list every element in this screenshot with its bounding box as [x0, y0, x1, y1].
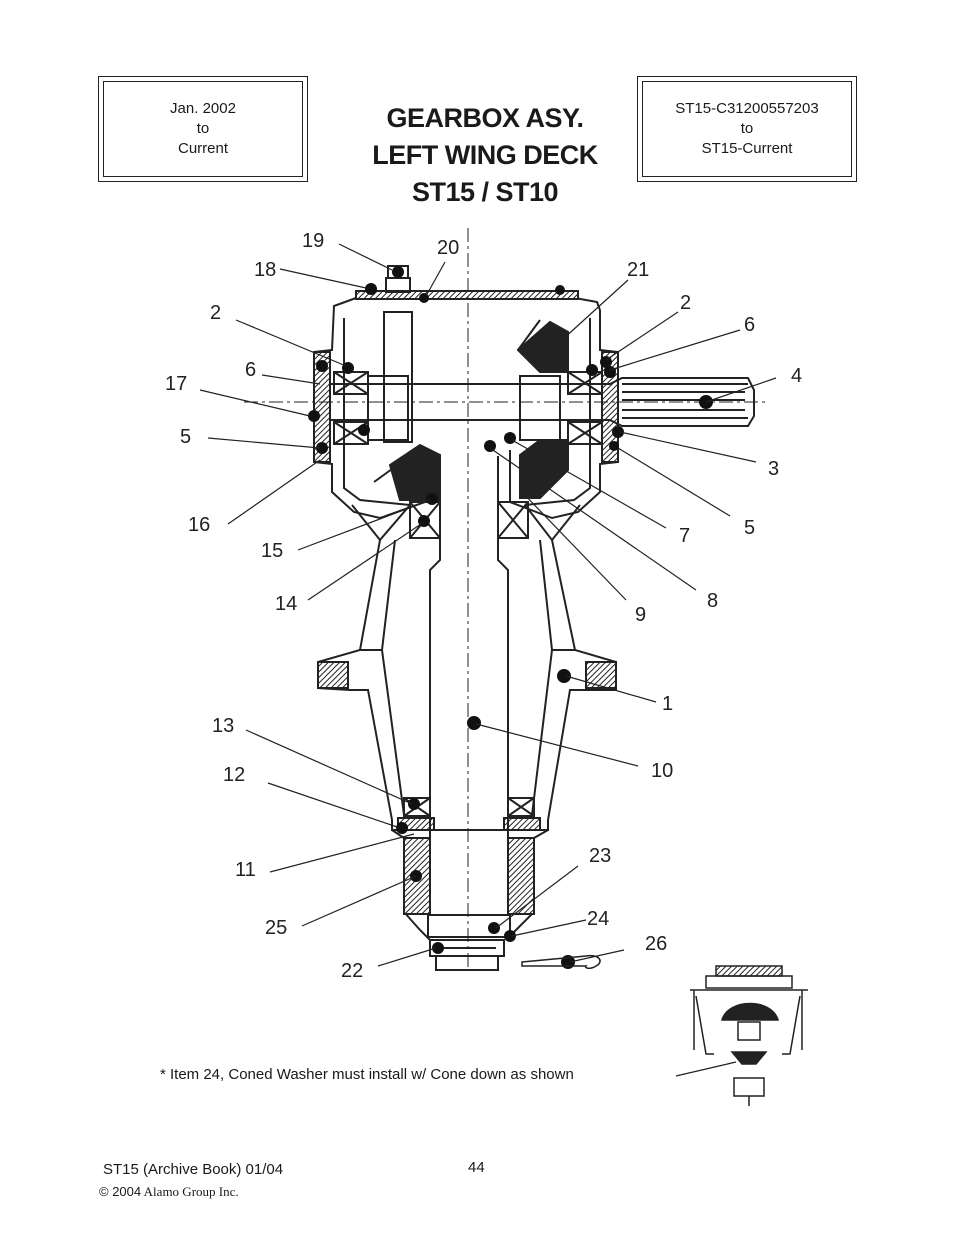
callout-19: 19: [302, 230, 324, 252]
callout-5-left: 5: [180, 426, 191, 448]
gearbox-housing: [313, 290, 619, 941]
callout-5-right: 5: [744, 517, 755, 539]
callout-21: 21: [627, 259, 649, 281]
footer-copyright: © 2004 Alamo Group Inc.: [99, 1184, 239, 1200]
output-shaft: [427, 228, 511, 971]
leader-lines: [199, 243, 777, 1077]
page-number: 44: [468, 1159, 485, 1176]
washer-detail-inset: [690, 965, 808, 1106]
title-line-2: LEFT WING DECK: [372, 140, 598, 170]
callout-24: 24: [587, 908, 609, 930]
callout-4: 4: [791, 365, 802, 387]
callout-2-right: 2: [680, 292, 691, 314]
callout-22: 22: [341, 960, 363, 982]
serial-until: ST15-Current: [701, 140, 793, 157]
callout-17: 17: [165, 373, 187, 395]
callout-14: 14: [275, 593, 297, 615]
callout-6-left: 6: [245, 359, 256, 381]
installation-note: * Item 24, Coned Washer must install w/ …: [160, 1066, 574, 1083]
part-markers: [308, 266, 713, 969]
callout-3: 3: [768, 458, 779, 480]
date-to-label: to: [196, 120, 210, 137]
footer-doc-id: ST15 (Archive Book) 01/04: [103, 1161, 284, 1178]
callout-6-right: 6: [744, 314, 755, 336]
callout-16: 16: [188, 514, 210, 536]
callout-12: 12: [223, 764, 245, 786]
date-range-box: Jan. 2002 to Current: [98, 76, 308, 182]
callout-13: 13: [212, 715, 234, 737]
callout-15: 15: [261, 540, 283, 562]
serial-range-box: ST15-C31200557203 to ST15-Current: [637, 76, 857, 182]
callout-10: 10: [651, 760, 673, 782]
date-until: Current: [177, 140, 229, 157]
callout-9: 9: [635, 604, 646, 626]
callout-2-left: 2: [210, 302, 221, 324]
callout-11: 11: [235, 859, 256, 881]
copyright-holder: Alamo Group Inc.: [143, 1184, 239, 1199]
copyright-symbol: © 2004: [99, 1184, 142, 1199]
callout-labels: 19 18 20 21 2 2 6 6 17 4 5 3 16 5 7 15 8…: [165, 230, 802, 982]
serial-to-label: to: [740, 120, 754, 137]
callout-18: 18: [254, 259, 276, 281]
title-line-1: GEARBOX ASY.: [386, 103, 584, 133]
page-title: GEARBOX ASY. LEFT WING DECK ST15 / ST10: [330, 100, 640, 211]
callout-26: 26: [645, 933, 667, 955]
bevel-gears: [373, 265, 569, 501]
callout-8: 8: [707, 590, 718, 612]
callout-23: 23: [589, 845, 611, 867]
title-line-3: ST15 / ST10: [411, 177, 559, 207]
serial-from: ST15-C31200557203: [675, 100, 819, 117]
callout-25: 25: [265, 917, 287, 939]
callout-7: 7: [679, 525, 690, 547]
date-from: Jan. 2002: [170, 100, 236, 117]
callout-1: 1: [662, 693, 673, 715]
callout-20: 20: [437, 237, 459, 259]
